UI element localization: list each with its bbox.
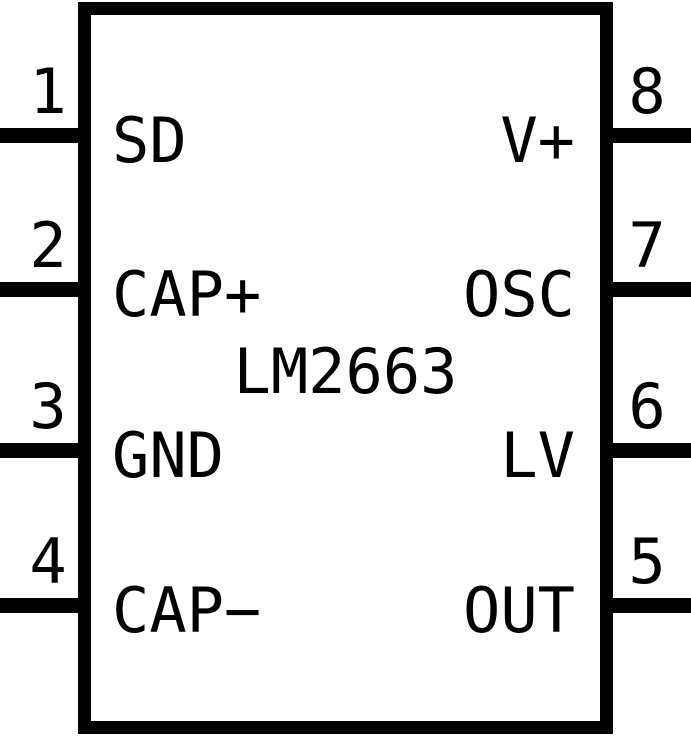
pin-7-lead [600, 282, 691, 297]
pin-7-number: 7 [628, 209, 666, 282]
ic-package-outline [78, 2, 613, 734]
pin-2-number: 2 [29, 209, 67, 282]
pin-5-number: 5 [628, 525, 666, 598]
pin-7-label: OSC [463, 258, 575, 331]
pin-1-number: 1 [29, 55, 67, 128]
pin-5-label: OUT [463, 574, 575, 647]
pin-4-number: 4 [29, 525, 67, 598]
pin-8-lead [600, 128, 691, 143]
pin-5-lead [600, 598, 691, 613]
pin-2-lead [0, 282, 91, 297]
pin-1-lead [0, 128, 91, 143]
pin-4-lead [0, 598, 91, 613]
pin-8-number: 8 [628, 55, 666, 128]
pin-6-lead [600, 443, 691, 458]
part-number-label: LM2663 [233, 335, 458, 408]
pin-3-label: GND [112, 419, 224, 492]
pin-1-label: SD [112, 104, 187, 177]
pin-2-label: CAP+ [112, 258, 262, 331]
pin-6-number: 6 [628, 370, 666, 443]
pin-8-label: V+ [500, 104, 575, 177]
pin-6-label: LV [500, 419, 575, 492]
pin-4-label: CAP− [112, 574, 262, 647]
pin-3-number: 3 [29, 370, 67, 443]
pin-3-lead [0, 443, 91, 458]
